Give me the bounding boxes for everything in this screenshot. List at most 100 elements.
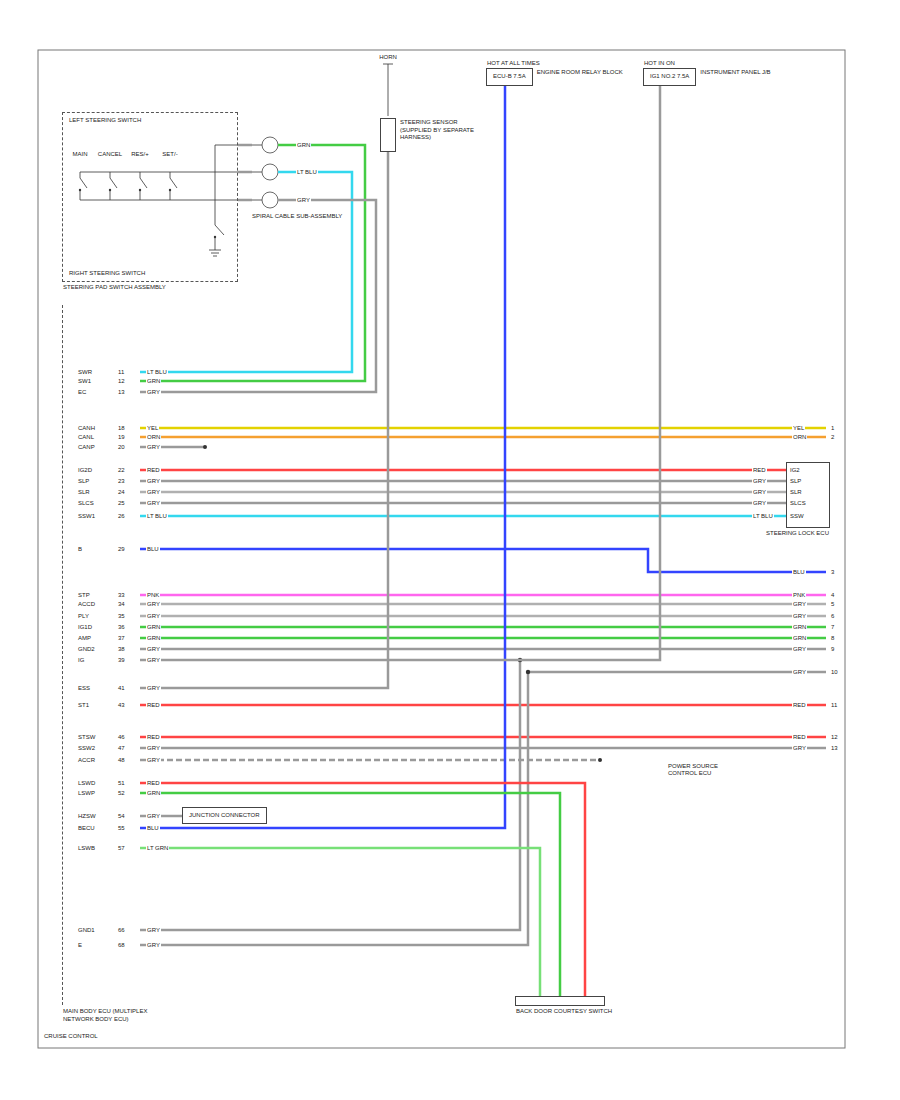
wire-color-code: GRY [146,757,161,764]
contact-dot [169,189,171,191]
pin-number: 46 [118,734,125,741]
pin-name: SW1 [78,378,91,385]
wire-color-code: LT BLU [146,369,168,376]
page-frame [38,50,845,1048]
wire-color-code: GRN [792,624,807,631]
pin-number: 12 [118,378,125,385]
wire [140,736,826,739]
switch-assembly: LEFT STEERING SWITCHRIGHT STEERING SWITC… [62,112,238,282]
pin-number: 22 [118,467,125,474]
wire [238,199,252,202]
wire-color-code: LT GRN [146,845,169,852]
wire-color-code: GRY [146,927,161,934]
wire-color-code: GRY [296,197,311,204]
spiral-contacts [262,137,278,208]
component-name: POWER SOURCE CONTROL ECU [668,763,748,777]
wire-color-code: RED [792,702,807,709]
wire [140,502,786,505]
wire-color-code: GRY [146,500,161,507]
pin-number: 18 [118,425,125,432]
pin-number: 26 [118,513,125,520]
pin-number: 19 [118,434,125,441]
component-label: HOT IN ON [644,60,675,68]
pin-name: ST1 [78,702,89,709]
door-switch-box: BACK DOOR COURTESY SWITCH [515,996,605,1006]
switch-symbol [170,172,177,200]
pin-number: 47 [118,745,125,752]
pin-name: SLR [78,489,90,496]
pin-name: STSW [78,734,95,741]
pin-name: STP [78,592,90,599]
wires [140,145,826,945]
wire [140,152,388,688]
junction-box: JUNCTION CONNECTOR [182,807,267,824]
continuation-number: 3 [831,569,834,576]
splice-dot [203,445,207,449]
pin-name: IG1D [78,624,92,631]
wire-color-code: GRY [146,601,161,608]
switch-bus [80,172,238,173]
component-label: ECU-B 7.5A [487,69,532,85]
wire [140,145,365,381]
wire-color-code: LT BLU [296,169,318,176]
pin-number: 54 [118,813,125,820]
wire-color-code: YEL [146,425,159,432]
ecu-body: MAIN BODY ECU (MULTIPLEX NETWORK BODY EC… [62,305,140,1005]
wire-color-code: GRN [296,142,311,149]
wire [238,171,252,174]
pin-name: ACCR [78,757,95,764]
pin-name: LSWP [78,790,95,797]
contact-dot [109,189,111,191]
wire-color-code: GRY [792,613,807,620]
wire [140,200,376,392]
wire [140,783,585,996]
pin-number: 23 [118,478,125,485]
fuse-box: HOT IN ONIG1 NO.2 7.5AINSTRUMENT PANEL J… [643,68,696,86]
pin-number: 68 [118,942,125,949]
wire [140,427,826,430]
wire-color-code: GRY [752,478,767,485]
wire-color-code: GRN [146,635,161,642]
pin-number: 13 [118,389,125,396]
pin-name: HZSW [78,813,96,820]
component-label: HOT AT ALL TIMES [487,60,540,68]
wire [140,626,826,629]
spiral-contact [262,192,278,208]
wire-color-code: LT BLU [146,513,168,520]
continuation-number: 2 [831,434,834,441]
wire-color-code: RED [146,734,161,741]
wire-color-code: GRY [146,444,161,451]
wire-color-code: GRY [792,669,807,676]
component-label: RIGHT STEERING SWITCH [69,270,145,278]
wire [140,848,540,996]
wire-color-code: RED [146,467,161,474]
component-label: MAIN BODY ECU (MULTIPLEX NETWORK BODY EC… [63,1008,178,1023]
pin-name: AMP [78,635,91,642]
diagram-caption: CRUISE CONTROL [44,1033,98,1040]
pin-name: BECU [78,825,95,832]
pin-number: 20 [118,444,125,451]
continuation-number: 1 [831,425,834,432]
continuation-number: 11 [831,702,837,709]
horn-lead [383,64,393,116]
pin-number: 36 [118,624,125,631]
pin-name: EC [78,389,86,396]
component-label: INSTRUMENT PANEL J/B [700,69,780,77]
continuation-number: 9 [831,646,834,653]
wire [140,86,505,829]
continuation-number: 12 [831,734,838,741]
pin-name: CANH [78,425,95,432]
continuation-number: 4 [831,592,834,599]
component-label: IG1 NO.2 7.5A [644,69,695,85]
wire-color-code: GRY [752,489,767,496]
wire-color-code: GRY [792,601,807,608]
wire-color-code: GRY [146,813,161,820]
wire [140,660,520,930]
wire-color-code: GRY [146,685,161,692]
pin-number: 11 [118,369,124,376]
wire-color-code: PNK [792,592,806,599]
contact-dot [139,189,141,191]
wire-color-code: GRY [792,745,807,752]
wire [140,86,660,661]
